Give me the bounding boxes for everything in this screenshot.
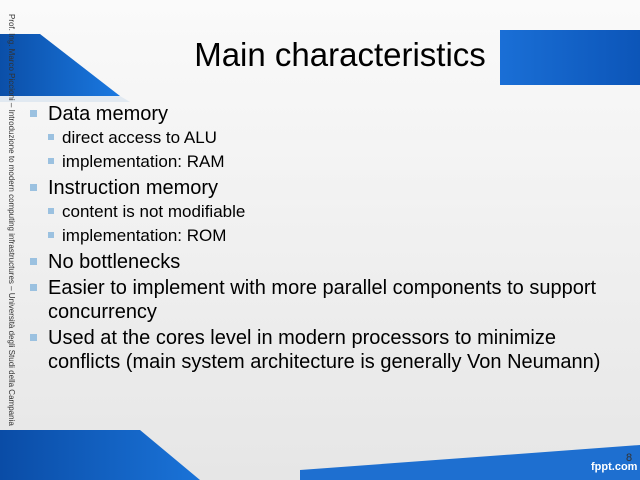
square-bullet-icon	[30, 110, 37, 117]
square-bullet-icon	[30, 184, 37, 191]
sub-bullet-item: implementation: RAM	[48, 150, 620, 174]
bullet-item: No bottlenecks	[30, 250, 620, 274]
bullet-list: Data memory direct access to ALU impleme…	[30, 102, 620, 374]
slide-title: Main characteristics	[194, 36, 486, 73]
square-bullet-icon	[30, 284, 37, 291]
sub-bullet-item: direct access to ALU	[48, 126, 620, 150]
bullet-item: Instruction memory	[30, 176, 620, 200]
sub-bullet-item: implementation: ROM	[48, 224, 620, 248]
top-left-swoosh	[0, 34, 130, 102]
slide-content: Data memory direct access to ALU impleme…	[30, 100, 620, 374]
bullet-item: Used at the cores level in modern proces…	[30, 326, 620, 374]
square-bullet-icon	[48, 134, 54, 140]
brand-logo: fppt.com	[591, 461, 638, 473]
square-bullet-icon	[48, 158, 54, 164]
square-bullet-icon	[48, 232, 54, 238]
bullet-item: Easier to implement with more parallel c…	[30, 276, 620, 324]
square-bullet-icon	[30, 334, 37, 341]
page-number: 8	[626, 452, 633, 464]
square-bullet-icon	[48, 208, 54, 214]
square-bullet-icon	[30, 258, 37, 265]
sub-bullet-item: content is not modifiable	[48, 200, 620, 224]
top-right-bar	[500, 30, 640, 85]
bottom-swoosh	[0, 430, 640, 480]
sidebar-credit: Prof. Ing. Marco Piccioni – Introduzione…	[7, 14, 16, 426]
bullet-item: Data memory	[30, 102, 620, 126]
